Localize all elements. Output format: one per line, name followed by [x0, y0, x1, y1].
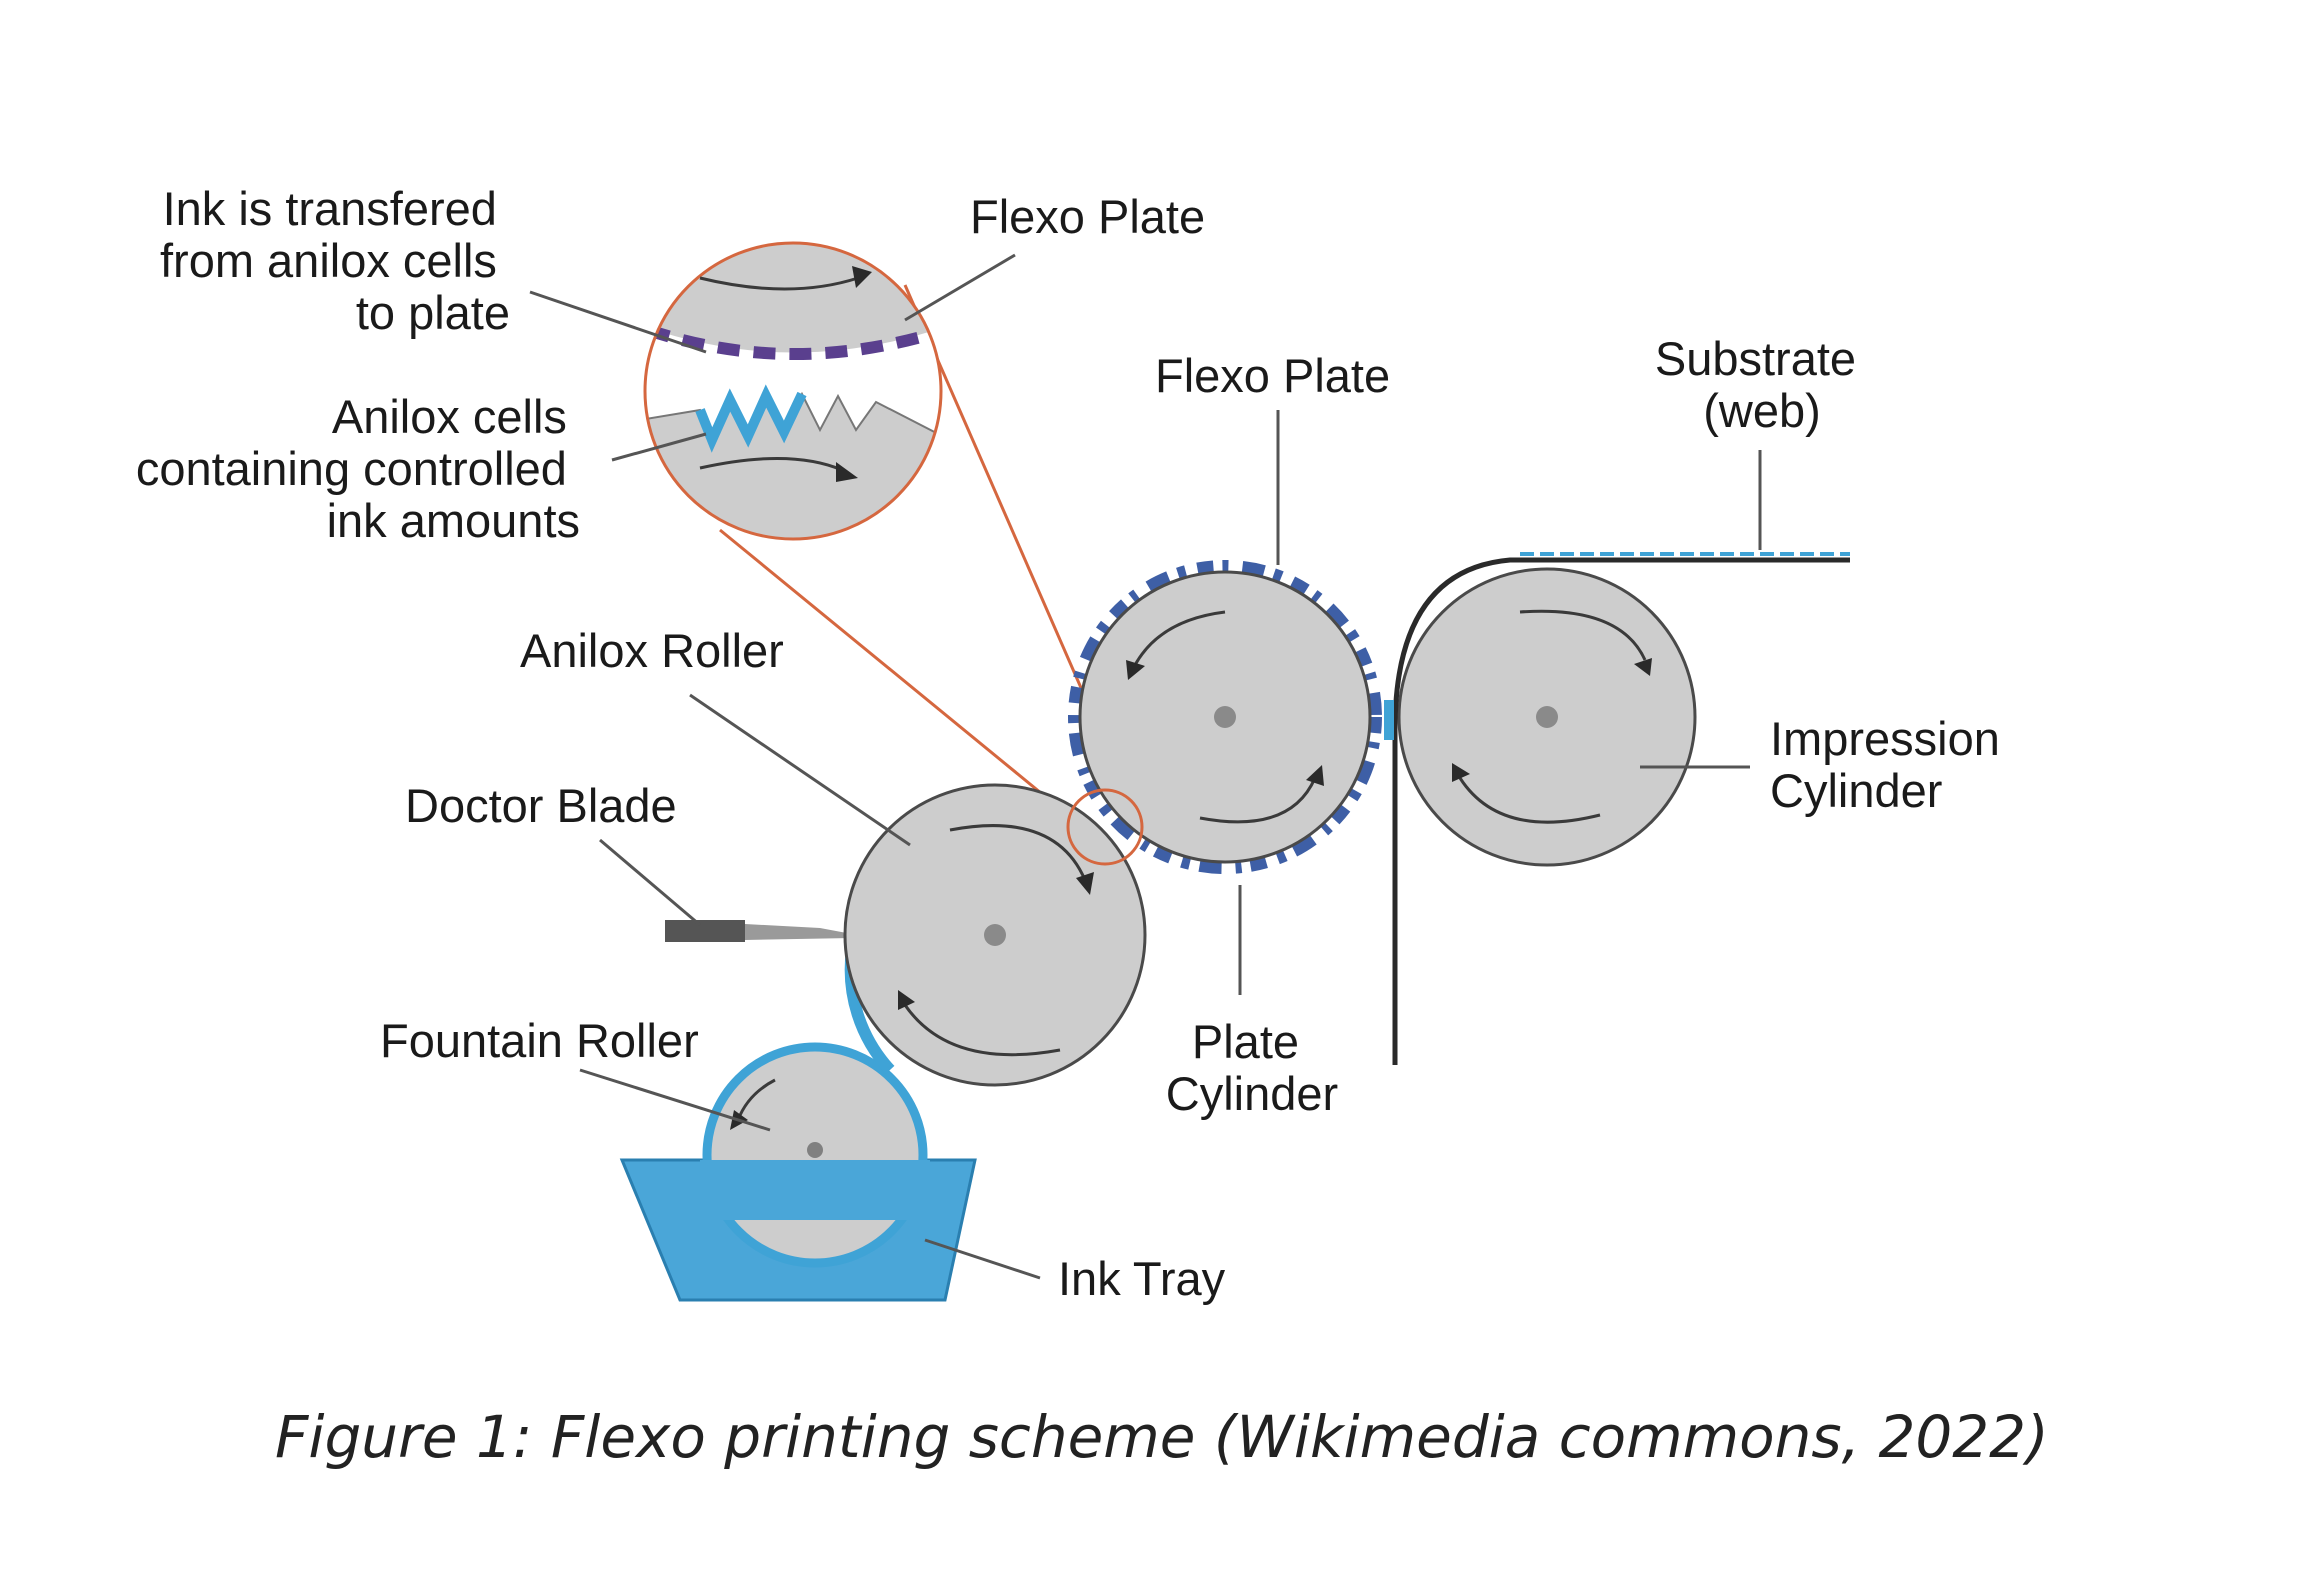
nip-zoom-circle — [1066, 788, 1144, 866]
label-flexo-plate: Flexo Plate — [1155, 349, 1390, 402]
label-anilox-roller: Anilox Roller — [520, 624, 784, 677]
label-anilox-cells: Anilox cells containing controlled ink a… — [136, 390, 580, 547]
label-plate-cylinder: Plate Cylinder — [1166, 1015, 1338, 1120]
fountain-roller — [700, 1042, 930, 1268]
plate-cylinder — [1068, 560, 1382, 874]
label-substrate: Substrate (web) — [1655, 332, 1869, 437]
label-doctor-blade: Doctor Blade — [405, 779, 677, 832]
impression-cylinder — [1397, 567, 1697, 867]
label-impression-cylinder: Impression Cylinder — [1770, 712, 2013, 817]
label-ink-tray: Ink Tray — [1058, 1252, 1226, 1305]
substrate-web — [1384, 552, 1850, 1065]
label-ink-transfer: Ink is transfered from anilox cells to p… — [160, 182, 510, 339]
label-flexo-plate-zoom: Flexo Plate — [970, 190, 1205, 243]
label-fountain-roller: Fountain Roller — [380, 1014, 699, 1067]
magnified-detail — [643, 241, 943, 541]
leader-lines — [529, 253, 1762, 1280]
figure-caption: Figure 1: Flexo printing scheme (Wikimed… — [275, 1403, 2049, 1471]
doctor-blade — [665, 920, 852, 942]
anilox-roller — [843, 783, 1147, 1087]
